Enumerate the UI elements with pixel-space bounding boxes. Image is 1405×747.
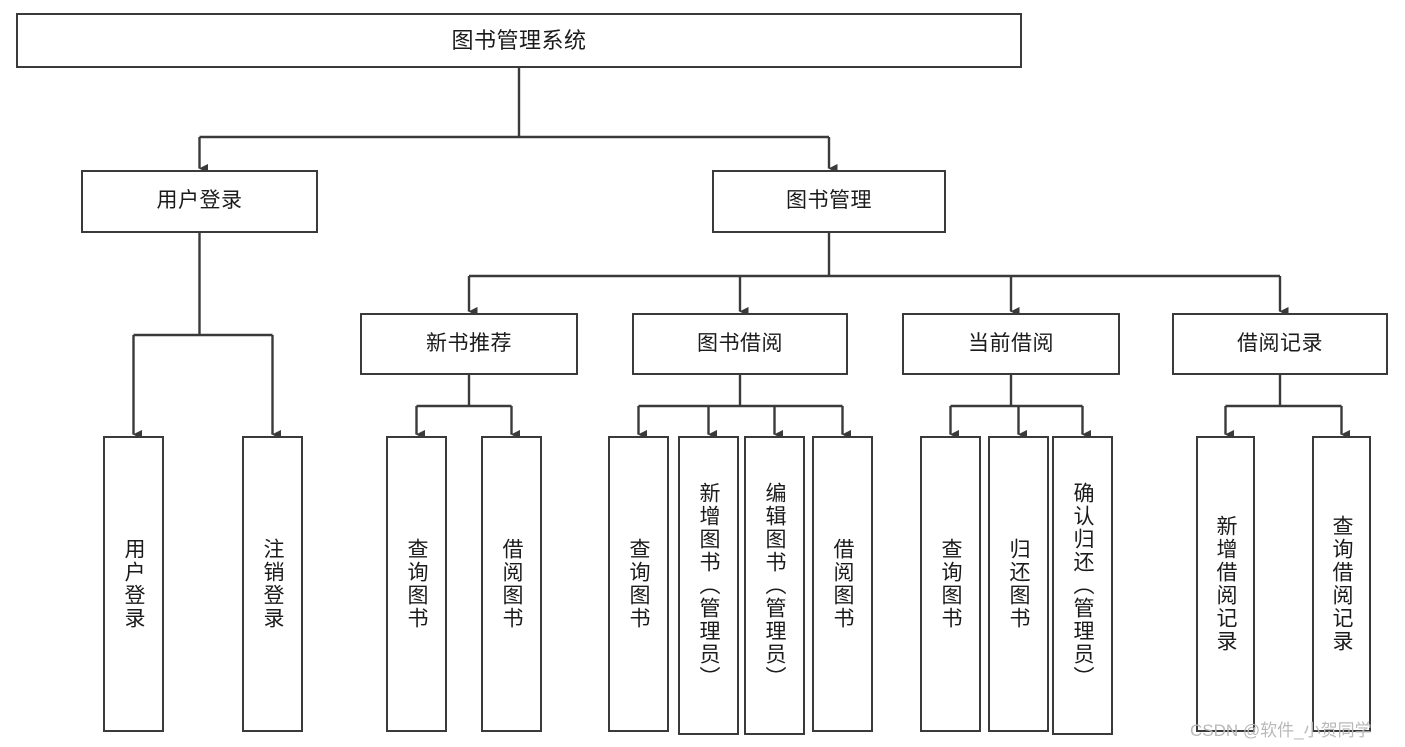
node-book-borrow[interactable]: 图书借阅: [632, 313, 848, 375]
node-leaf-add-record[interactable]: 新增借阅记录: [1196, 436, 1255, 732]
node-leaf-query-record[interactable]: 查询借阅记录: [1312, 436, 1371, 732]
node-leaf-user-login[interactable]: 用户登录: [103, 436, 164, 732]
node-borrow-record[interactable]: 借阅记录: [1172, 313, 1388, 375]
node-user-login[interactable]: 用户登录: [81, 170, 318, 233]
node-label: 新书推荐: [426, 331, 512, 355]
node-label: 当前借阅: [968, 331, 1054, 355]
node-label: 借阅图书: [831, 538, 854, 630]
node-new-book-rec[interactable]: 新书推荐: [360, 313, 578, 375]
node-label: 注销登录: [261, 538, 284, 630]
node-leaf-borrow-book-1[interactable]: 借阅图书: [481, 436, 542, 732]
node-leaf-return-book[interactable]: 归还图书: [988, 436, 1049, 732]
node-leaf-borrow-book-2[interactable]: 借阅图书: [812, 436, 873, 732]
node-label: 借阅记录: [1237, 331, 1323, 355]
node-label: 图书借阅: [697, 331, 783, 355]
node-label: 新增借阅记录: [1214, 515, 1237, 653]
node-leaf-confirm-ret[interactable]: 确认归还（管理员）: [1052, 436, 1113, 735]
node-root[interactable]: 图书管理系统: [16, 13, 1022, 68]
node-label: 用户登录: [156, 189, 243, 213]
node-label: 查询借阅记录: [1330, 515, 1353, 653]
node-leaf-add-book[interactable]: 新增图书（管理员）: [678, 436, 739, 735]
node-book-manage[interactable]: 图书管理: [712, 170, 946, 233]
node-label: 查询图书: [939, 538, 962, 630]
node-current-borrow[interactable]: 当前借阅: [902, 313, 1120, 375]
node-label: 借阅图书: [500, 538, 523, 630]
node-label: 用户登录: [122, 538, 145, 630]
node-leaf-query-book-3[interactable]: 查询图书: [920, 436, 981, 732]
node-leaf-edit-book[interactable]: 编辑图书（管理员）: [744, 436, 805, 735]
node-label: 确认归还（管理员）: [1071, 482, 1094, 689]
node-label: 归还图书: [1007, 538, 1030, 630]
node-leaf-query-book-2[interactable]: 查询图书: [608, 436, 669, 732]
node-label: 图书管理系统: [451, 27, 587, 53]
node-label: 编辑图书（管理员）: [763, 482, 786, 689]
node-leaf-query-book-1[interactable]: 查询图书: [386, 436, 447, 732]
node-label: 新增图书（管理员）: [697, 482, 720, 689]
node-label: 查询图书: [405, 538, 428, 630]
node-leaf-user-logout[interactable]: 注销登录: [242, 436, 303, 732]
node-label: 图书管理: [786, 189, 872, 213]
node-label: 查询图书: [627, 538, 650, 630]
